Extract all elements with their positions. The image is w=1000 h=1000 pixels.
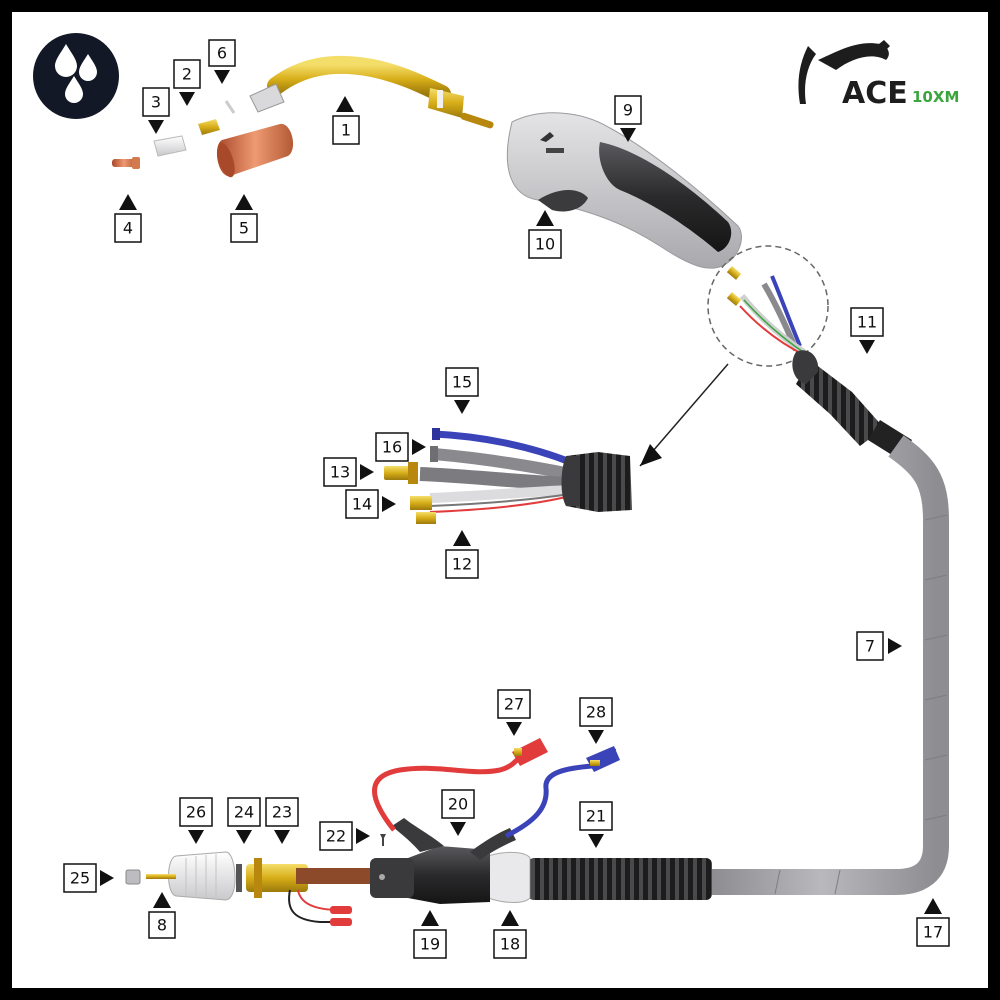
- callout-14-label: 14: [352, 495, 372, 514]
- part-22-screw: [380, 834, 386, 846]
- part-3-insulator: [153, 135, 187, 157]
- part-15-blue-hose: [432, 428, 440, 440]
- callout-7: 7: [856, 631, 902, 661]
- part-1-swan-neck: [249, 55, 494, 129]
- part-12-water-connector: [416, 512, 436, 524]
- callout-13: 13: [323, 457, 374, 487]
- part-28-blue-water-line: [504, 746, 620, 839]
- callout-10: 10: [528, 210, 562, 259]
- callout-27-label: 27: [504, 695, 524, 714]
- callout-16-label: 16: [382, 438, 402, 457]
- callout-25: 25: [63, 863, 114, 893]
- callout-26-label: 26: [186, 803, 206, 822]
- callout-15: 15: [445, 367, 479, 414]
- callout-17: 17: [916, 898, 950, 947]
- callout-3: 3: [142, 87, 170, 134]
- part-8-liner-tube: [146, 874, 176, 879]
- callout-19: 19: [413, 910, 447, 959]
- water-drops-icon: [55, 44, 97, 103]
- callout-15-label: 15: [452, 373, 472, 392]
- callout-25-label: 25: [70, 869, 90, 888]
- part-27-red-water-line: [372, 738, 548, 832]
- callout-8: 8: [148, 892, 176, 939]
- callout-14: 14: [345, 489, 396, 519]
- callout-18-label: 18: [500, 935, 520, 954]
- callout-23-label: 23: [272, 803, 292, 822]
- part-5-nozzle: [216, 123, 294, 178]
- callout-13-label: 13: [330, 463, 350, 482]
- callout-23: 23: [265, 797, 299, 844]
- callout-10-label: 10: [535, 235, 555, 254]
- callout-27: 27: [497, 689, 531, 736]
- callout-17-label: 17: [923, 923, 943, 942]
- part-25-liner-nut: [125, 869, 141, 885]
- callout-11: 11: [850, 307, 884, 354]
- callout-6: 6: [208, 39, 236, 84]
- callout-1: 1: [332, 96, 360, 145]
- part-4-contact-tip: [112, 157, 140, 169]
- callout-2: 2: [173, 59, 201, 106]
- callout-5: 5: [230, 194, 258, 243]
- callout-9-label: 9: [623, 101, 633, 120]
- callout-22: 22: [319, 821, 370, 851]
- part-6-o-ring: [224, 100, 236, 114]
- callout-21-label: 21: [586, 807, 606, 826]
- torch-logo-mark: [798, 40, 890, 104]
- callout-24: 24: [227, 797, 261, 844]
- callout-21: 21: [579, 801, 613, 848]
- part-19-rear-handle: [370, 846, 490, 904]
- part-26-knurled-nut: [168, 851, 236, 901]
- callout-26: 26: [179, 797, 213, 844]
- brand-model: 10XM: [912, 88, 959, 106]
- part-18-rear-boot: [487, 851, 531, 903]
- callout-22-label: 22: [326, 827, 346, 846]
- part-24-o-ring: [236, 864, 242, 892]
- callout-1-label: 1: [341, 121, 351, 140]
- detail-cable-ends: [384, 428, 632, 524]
- callout-16: 16: [375, 432, 426, 462]
- part-11-front-boot: [792, 350, 912, 460]
- callout-24-label: 24: [234, 803, 254, 822]
- callout-12: 12: [445, 530, 479, 579]
- part-7-cable-hose: [708, 435, 949, 895]
- callout-6-label: 6: [217, 44, 227, 63]
- callout-28-label: 28: [586, 703, 606, 722]
- part-13-power-connector: [384, 462, 418, 484]
- part-21-rear-spring: [528, 858, 712, 900]
- callout-19-label: 19: [420, 935, 440, 954]
- part-23-central-connector: [246, 858, 370, 926]
- callout-3-label: 3: [151, 93, 161, 112]
- water-cooled-badge: [33, 33, 119, 119]
- callout-12-label: 12: [452, 555, 472, 574]
- callout-9: 9: [614, 95, 642, 142]
- callout-4-label: 4: [123, 219, 133, 238]
- callout-5-label: 5: [239, 219, 249, 238]
- part-9-handle: [506, 112, 742, 269]
- callout-4: 4: [114, 194, 142, 243]
- part-14-gas-connector: [410, 496, 432, 510]
- callout-20-label: 20: [448, 795, 468, 814]
- part-20-split-boot: [392, 818, 516, 860]
- part-16-grey-hose: [430, 446, 438, 462]
- brand-logo: ACE 10XM: [798, 40, 959, 111]
- callout-11-label: 11: [857, 313, 877, 332]
- part-2-tip-adaptor: [198, 119, 220, 135]
- detail-boot: [566, 452, 632, 512]
- callout-2-label: 2: [182, 65, 192, 84]
- brand-name: ACE: [842, 76, 908, 111]
- callout-8-label: 8: [157, 916, 167, 935]
- callout-28: 28: [579, 697, 613, 744]
- callout-7-label: 7: [865, 637, 875, 656]
- callout-20: 20: [441, 789, 475, 836]
- callout-18: 18: [493, 910, 527, 959]
